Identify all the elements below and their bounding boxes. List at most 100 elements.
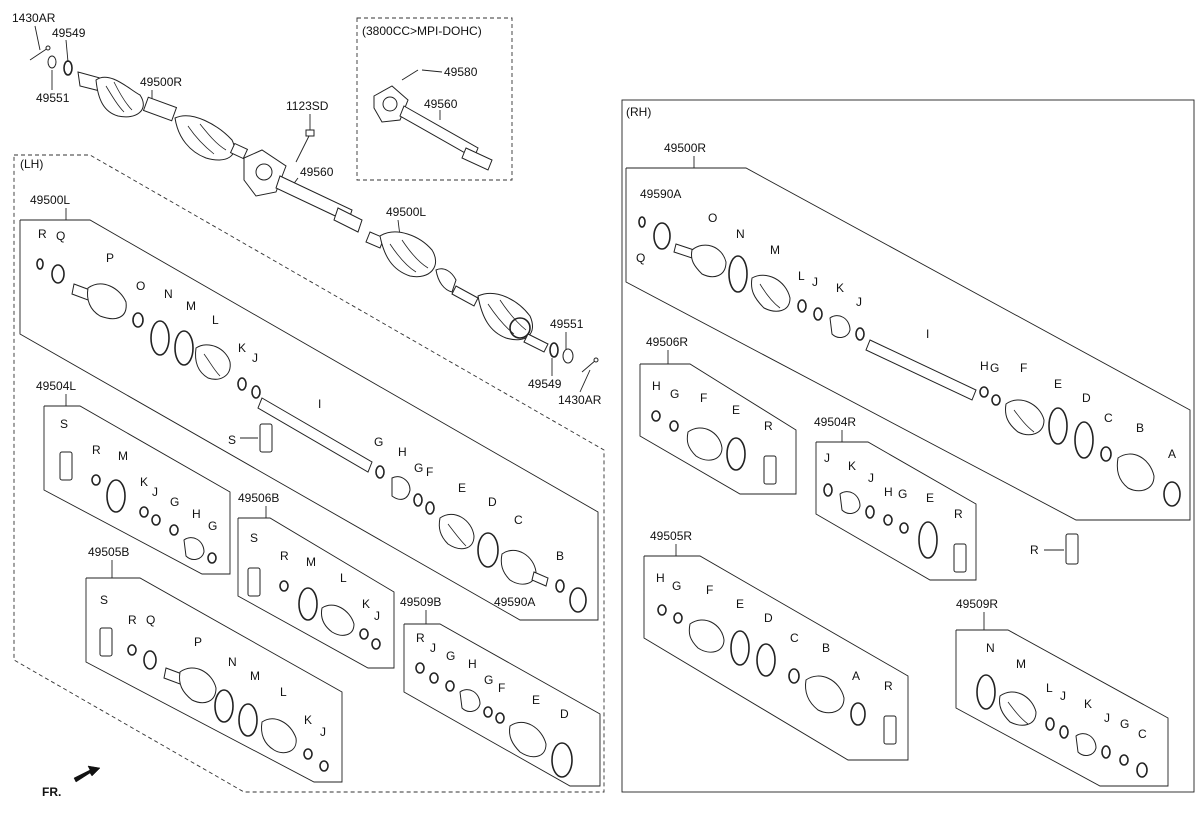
part-label-r: R [38,227,47,241]
kit-49505b-part-r: R [128,613,137,627]
kit-49509b-part-g1: G [446,649,455,663]
kit-49505r-part-h: H [656,571,665,585]
kit-49504r-part-j1: J [824,451,830,465]
kit-49504l-part-s: S [60,417,68,431]
kit-49505b: 49505B S R Q P N M L K J [85,545,343,783]
washer-49549-top [63,60,73,76]
label-49560-inset: 49560 [424,97,458,111]
kit-49505b-part-m: M [250,669,260,683]
nut-49551-top [47,55,57,69]
part-label-h: H [398,445,407,459]
part-label-e: E [458,481,466,495]
part-label-49590a: 49590A [494,595,535,609]
part-label-q: Q [56,229,65,243]
kit-49500r-part-h: H [980,359,989,373]
kit-49504l: 49504L S R M K J G H G [36,379,231,575]
nut-49551-bottom [562,348,574,364]
kit-49505b-part-l: L [280,685,287,699]
kit-49509b-part-h: H [468,657,477,671]
kit-49504r-part-k: K [848,459,856,473]
part-label-s: S [228,433,236,447]
part-label-b: B [556,549,564,563]
kit-49504l-part-m: M [118,449,128,463]
kit-49509b-part-d: D [560,707,569,721]
kit-49504l-part-k: K [140,475,148,489]
kit-49506b: 49506B S R M L K J [237,491,395,669]
bolt-1430ar-bottom [581,357,599,373]
label-1430ar-top: 1430AR [12,11,56,25]
kit-49500r-part-q: Q [636,251,645,265]
part-label-p: P [106,251,114,265]
label-49500r-top: 49500R [140,75,182,89]
shaft-49500r-top [77,71,249,161]
kit-49505r-part-d: D [764,611,773,625]
bolt-1430ar-top [29,45,51,61]
kit-49504r-part-r: R [954,507,963,521]
kit-49500r-part-o: O [708,211,717,225]
kit-49500r: 49500R 49590A Q O N M L J K J I H G F E … [625,141,1191,521]
kit-49506r-part-f: F [700,391,707,405]
kit-49504r-label: 49504R [814,415,856,429]
label-49560-main: 49560 [300,165,334,179]
kit-49509r-part-j2: J [1104,711,1110,725]
kit-49505b-part-n: N [228,655,237,669]
kit-49509b-part-g2: G [484,673,493,687]
rh-title: (RH) [626,105,651,119]
kit-49505b-part-s: S [100,593,108,607]
kit-49509r-part-l: L [1046,681,1053,695]
kit-49506b-part-r: R [280,549,289,563]
kit-49500r-part-n: N [736,227,745,241]
kit-49509b-part-f: F [498,681,505,695]
kit-49500r-part-c: C [1104,411,1113,425]
mpi-note-label: (3800CC>MPI-DOHC) [362,24,482,38]
part-label-g2: G [414,461,423,475]
kit-49509r-label: 49509R [956,597,998,611]
kit-49505r: 49505R H G F E D C B A R [643,529,909,761]
kit-49500r-part-k: K [836,281,844,295]
kit-49505r-part-f: F [706,583,713,597]
kit-49500r-part-l: L [798,269,805,283]
part-label-d: D [488,495,497,509]
kit-49504r-part-g: G [898,487,907,501]
kit-49505r-part-a: A [852,669,860,683]
label-49551-top: 49551 [36,91,70,105]
kit-49504r: 49504R J K J H G E R [814,415,977,581]
bolt-1123sd [295,129,315,163]
part-label-k: K [238,341,246,355]
kit-49500r-part-j1: J [812,275,818,289]
kit-49506r-part-r: R [764,419,773,433]
kit-49506b-label: 49506B [238,491,279,505]
kit-49504l-label: 49504L [36,379,76,393]
kit-49500l-label: 49500L [30,193,70,207]
washer-49549-bottom [549,342,559,358]
kit-49509b-part-j: J [430,641,436,655]
kit-49504r-part-e: E [926,491,934,505]
kit-49509b: 49509B R J G H G F E D [400,595,601,787]
kit-49509r-part-g: G [1120,717,1129,731]
kit-49509b-label: 49509B [400,595,441,609]
kit-49505b-part-p: P [194,635,202,649]
kit-49504l-part-j: J [152,485,158,499]
rh-section: (RH) 49500R 49590A Q O N M L J K J I H G… [621,99,1195,793]
label-49549-bottom: 49549 [528,377,562,391]
kit-49500r-part-g: G [990,361,999,375]
kit-49504l-part-r: R [92,443,101,457]
kit-49509r-part-j1: J [1060,689,1066,703]
part-label-n: N [164,287,173,301]
kit-49504r-part-h: H [884,485,893,499]
kit-49505r-part-c: C [790,631,799,645]
kit-49504l-part-h: H [192,507,201,521]
part-label-f: F [426,465,433,479]
kit-49500r-part-f: F [1020,361,1027,375]
fr-label: FR. [42,785,61,799]
lh-section: (LH) 49500L R Q P O N M L K J S I G H G … [13,154,605,799]
label-49580: 49580 [444,65,478,79]
kit-49506r: 49506R H G F E R [639,335,797,495]
kit-49509r-part-c: C [1138,727,1147,741]
part-label-o: O [136,279,145,293]
kit-49509r: 49509R N M L J K J G C [955,597,1169,787]
part-label-i: I [318,397,321,411]
kit-49506r-label: 49506R [646,335,688,349]
kit-49500r-part-b: B [1136,421,1144,435]
